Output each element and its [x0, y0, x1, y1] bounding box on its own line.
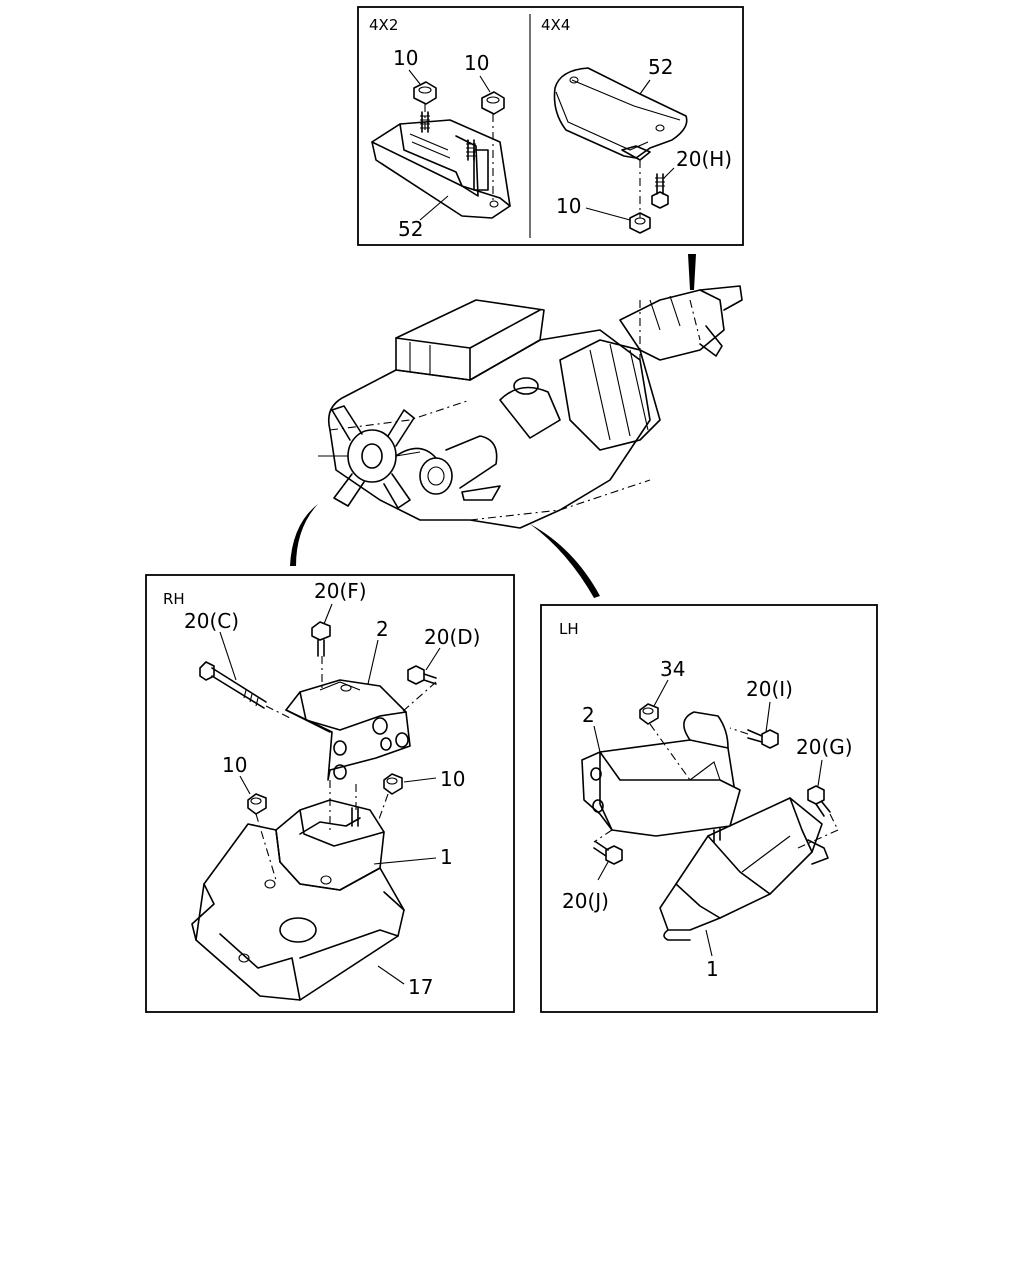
callout-34: 34: [660, 657, 685, 681]
lh-panel: LH: [540, 604, 878, 1013]
engine-block: [327, 329, 651, 529]
leader-line: [419, 195, 449, 221]
mount-bracket-4x2: [371, 111, 511, 219]
nut-icon-4x4: [629, 212, 651, 234]
callout-1: 1: [706, 957, 719, 981]
callout-2: 2: [582, 703, 595, 727]
callout-52: 52: [648, 55, 673, 79]
engine-bracket-rh: [285, 679, 411, 781]
transmission-case: [619, 289, 725, 361]
pointer-arrow: [530, 524, 600, 598]
leader-line: [408, 69, 421, 85]
callout-2: 2: [376, 617, 389, 641]
bolt-icon-20f: [311, 621, 331, 657]
callout-10: 10: [440, 767, 465, 791]
nut-icon-4x2-right: [481, 91, 505, 115]
bolt-icon-20j: [593, 841, 623, 865]
pointer-arrow: [290, 504, 318, 566]
leader-line: [373, 857, 437, 865]
leader-line: [593, 725, 601, 753]
lh-panel-frame: [540, 604, 878, 1013]
engine-transmission-illustration: [290, 254, 743, 598]
callout-17: 17: [408, 975, 433, 999]
callout-1: 1: [440, 845, 453, 869]
engine-mount-lh: [659, 797, 829, 941]
callout-20j: 20(J): [562, 889, 609, 913]
callout-20c: 20(C): [184, 609, 239, 633]
leader-line: [479, 75, 491, 93]
callout-10: 10: [464, 51, 489, 75]
leader-line: [323, 603, 333, 625]
heading-lh: LH: [559, 620, 579, 638]
heading-4x2: 4X2: [369, 16, 398, 34]
leader-line: [403, 777, 437, 783]
bolt-icon-20h: [651, 173, 669, 209]
callout-20i: 20(I): [746, 677, 793, 701]
callout-10: 10: [393, 46, 418, 70]
mount-bracket-4x4: [553, 67, 688, 161]
callout-20h: 20(H): [676, 147, 732, 171]
callout-10: 10: [222, 753, 247, 777]
bolt-icon-20i: [747, 729, 779, 749]
bolt-icon-20g: [807, 785, 831, 817]
leader-line: [219, 631, 237, 681]
pulley-icon: [419, 457, 453, 495]
leader-line: [597, 861, 609, 881]
leader-line: [765, 701, 771, 733]
callout-20d: 20(D): [424, 625, 480, 649]
callout-20g: 20(G): [796, 735, 853, 759]
leader-line: [377, 965, 405, 985]
transmission-bellhousing: [559, 339, 661, 451]
heading-rh: RH: [163, 590, 185, 608]
bolt-icon-20c: [199, 661, 267, 709]
nut-icon-rh-left: [247, 793, 267, 815]
leader-line: [425, 647, 441, 671]
drive-belt: [395, 447, 437, 459]
nut-icon-rh-right: [383, 773, 403, 795]
leader-line: [239, 775, 251, 795]
callout-52: 52: [398, 217, 423, 241]
rh-panel: RH: [145, 574, 515, 1013]
leader-line: [653, 679, 669, 707]
callout-20f: 20(F): [314, 579, 367, 603]
nut-icon-34: [639, 703, 659, 725]
leader-line: [367, 639, 379, 685]
leader-line: [817, 759, 823, 787]
leader-line: [705, 929, 713, 957]
nut-icon-4x2-left: [413, 81, 437, 105]
fan-icon: [318, 405, 421, 509]
leader-line: [585, 207, 631, 221]
callout-10: 10: [556, 194, 581, 218]
heading-4x4: 4X4: [541, 16, 570, 34]
heat-shield-rh: [191, 823, 405, 1001]
pointer-arrow: [688, 254, 696, 290]
leader-line: [639, 79, 651, 95]
top-panel: 4X2 4X4 10 10: [357, 6, 744, 246]
leader-line: [663, 167, 675, 179]
